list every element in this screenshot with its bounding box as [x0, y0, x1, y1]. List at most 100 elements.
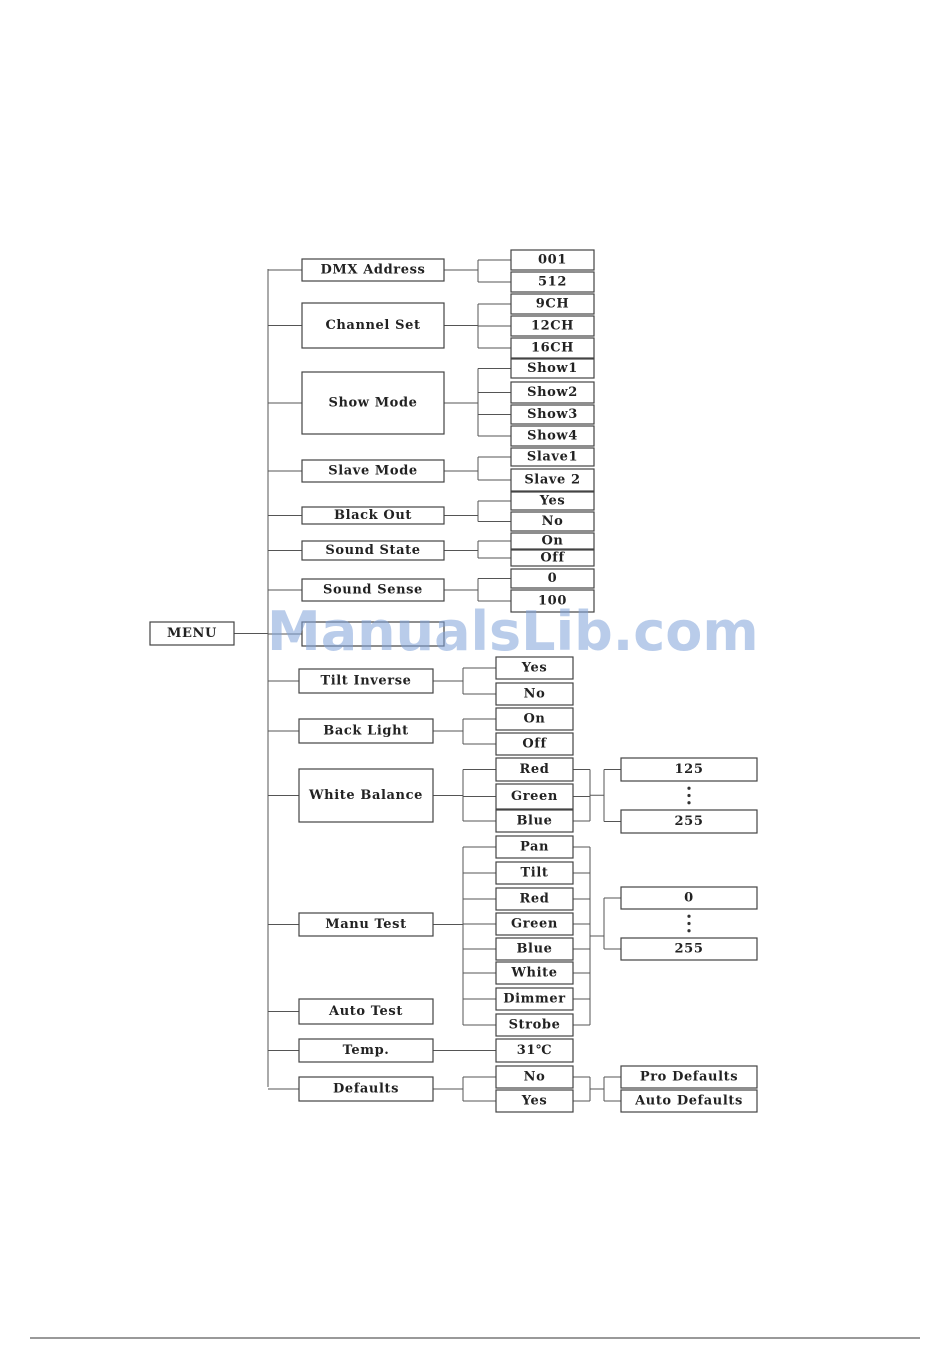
menu-item-soundsense-frame: [301, 578, 445, 602]
menu-item-show-option-2: Show3: [510, 404, 595, 425]
menu-root-box-frame: [149, 621, 235, 646]
menu-root-box: MENU: [149, 621, 235, 646]
menu-item-defaults-sub-0-label: Pro Defaults: [640, 1070, 738, 1085]
menu-item-wb-option-1-frame: [495, 783, 574, 810]
watermark-layer: ManualsLib.com: [267, 600, 759, 663]
menu-item-soundsense-option-1-frame: [510, 589, 595, 613]
menu-item-manu-option-6-label: Dimmer: [503, 992, 565, 1007]
menu-item-tiltinv-option-0-label: Yes: [521, 661, 548, 676]
menu-item-paninv: [301, 621, 445, 647]
menu-item-blackout-frame: [301, 506, 445, 525]
menu-item-defaults-label: Defaults: [333, 1082, 399, 1097]
menu-item-dmx-frame: [301, 258, 445, 282]
menu-item-wb-option-2-label: Blue: [516, 814, 552, 829]
menu-item-show-frame: [301, 371, 445, 435]
menu-item-dmx-option-0: 001: [510, 249, 595, 271]
menu-item-manu-option-0-label: Pan: [520, 840, 549, 855]
menu-item-defaults-sub-1-frame: [620, 1089, 758, 1113]
menu-item-defaults-option-0-label: No: [524, 1070, 546, 1085]
menu-item-dmx-option-1-label: 512: [538, 275, 567, 290]
menu-item-show-option-1: Show2: [510, 381, 595, 404]
menu-item-manu-option-4: Blue: [495, 937, 574, 961]
menu-item-show-label: Show Mode: [328, 396, 417, 411]
menu-item-dmx-option-0-label: 001: [538, 253, 567, 268]
menu-item-tiltinv-option-0: Yes: [495, 656, 574, 680]
menu-item-manu-range-min-frame: [620, 886, 758, 910]
menu-item-tiltinv-option-1-label: No: [524, 687, 546, 702]
menu-item-soundstate-option-0-frame: [510, 532, 595, 550]
menu-item-soundsense-label: Sound Sense: [323, 583, 423, 598]
menu-item-blackout-option-1: No: [510, 511, 595, 532]
menu-item-manu-option-3-frame: [495, 912, 574, 936]
menu-item-tiltinv: Tilt Inverse: [298, 668, 434, 694]
menu-item-dmx-option-1-frame: [510, 271, 595, 293]
menu-item-chset-option-2-label: 16CH: [531, 341, 574, 356]
menu-item-backlight-frame: [298, 718, 434, 744]
menu-item-blackout-option-1-frame: [510, 511, 595, 532]
menu-item-wb-range-max-label: 255: [675, 814, 704, 829]
menu-item-backlight-label: Back Light: [323, 724, 409, 739]
menu-item-chset-label: Channel Set: [325, 318, 420, 333]
menu-item-chset-option-1-frame: [510, 315, 595, 337]
menu-item-show-option-0-label: Show1: [527, 361, 578, 376]
menu-item-slave-option-1: Slave 2: [510, 468, 595, 492]
connector-lines: [234, 259, 621, 1102]
menu-item-soundsense: Sound Sense: [301, 578, 445, 602]
menu-item-manu-range-dot: [687, 914, 691, 918]
menu-item-manu-option-7-frame: [495, 1013, 574, 1037]
menu-item-manu-option-6-frame: [495, 987, 574, 1011]
menu-item-manu-option-1-label: Tilt: [521, 866, 549, 881]
menu-item-manu-range-dot: [687, 929, 691, 933]
menu-item-dmx-option-0-frame: [510, 249, 595, 271]
menu-item-blackout-option-0-label: Yes: [539, 494, 566, 509]
menu-item-wb-option-2-frame: [495, 809, 574, 833]
menu-item-soundsense-option-1: 100: [510, 589, 595, 613]
menu-item-defaults: Defaults: [298, 1076, 434, 1102]
menu-item-paninv-frame: [301, 621, 445, 647]
menu-item-manu-option-7: Strobe: [495, 1013, 574, 1037]
menu-item-dmx-option-1: 512: [510, 271, 595, 293]
menu-item-chset-option-0-label: 9CH: [536, 297, 569, 312]
menu-item-backlight-option-1-label: Off: [522, 737, 547, 752]
menu-item-chset: Channel Set: [301, 302, 445, 349]
menu-item-show-option-3: Show4: [510, 425, 595, 447]
menu-item-show-option-3-label: Show4: [527, 429, 578, 444]
menu-item-wb-range-dot: [687, 786, 691, 790]
menu-item-soundsense-option-0-label: 0: [548, 571, 558, 586]
menu-item-backlight-option-0-label: On: [524, 712, 546, 727]
menu-item-blackout: Black Out: [301, 506, 445, 525]
menu-item-defaults-sub-1-label: Auto Defaults: [634, 1094, 743, 1109]
menu-item-wb-range-max-frame: [620, 809, 758, 834]
menu-item-slave-frame: [301, 459, 445, 483]
menu-item-tiltinv-label: Tilt Inverse: [320, 674, 411, 689]
menu-item-manu-option-6: Dimmer: [495, 987, 574, 1011]
menu-item-dmx: DMX Address: [301, 258, 445, 282]
menu-item-chset-option-0-frame: [510, 293, 595, 315]
menu-item-temp-frame: [298, 1038, 434, 1063]
menu-item-soundstate-option-1-frame: [510, 549, 595, 567]
menu-item-soundsense-option-0-frame: [510, 568, 595, 589]
menu-item-slave-option-0-label: Slave1: [527, 450, 578, 465]
menu-item-defaults-option-1-frame: [495, 1089, 574, 1113]
menu-item-slave-option-1-label: Slave 2: [524, 473, 580, 488]
menu-item-show-option-2-label: Show3: [527, 407, 578, 422]
menu-item-wb-option-0-label: Red: [520, 762, 550, 777]
menu-item-soundstate-option-0: On: [510, 532, 595, 550]
menu-item-wb-range-min-frame: [620, 757, 758, 782]
menu-item-manu-option-7-label: Strobe: [509, 1018, 561, 1033]
menu-item-backlight-option-1-frame: [495, 732, 574, 756]
menu-item-dmx-label: DMX Address: [321, 263, 426, 278]
menu-item-wb-range-min: 125: [620, 757, 758, 782]
menu-item-soundstate: Sound State: [301, 540, 445, 561]
menu-item-soundsense-option-0: 0: [510, 568, 595, 589]
menu-item-wb-option-2: Blue: [495, 809, 574, 833]
menu-item-defaults-option-0-frame: [495, 1065, 574, 1089]
menu-item-auto: Auto Test: [298, 998, 434, 1025]
menu-item-slave: Slave Mode: [301, 459, 445, 483]
menu-item-chset-frame: [301, 302, 445, 349]
menu-item-wb-range-max: 255: [620, 809, 758, 834]
menu-item-defaults-option-0: No: [495, 1065, 574, 1089]
menu-item-temp-option-0: 31℃: [495, 1038, 574, 1063]
